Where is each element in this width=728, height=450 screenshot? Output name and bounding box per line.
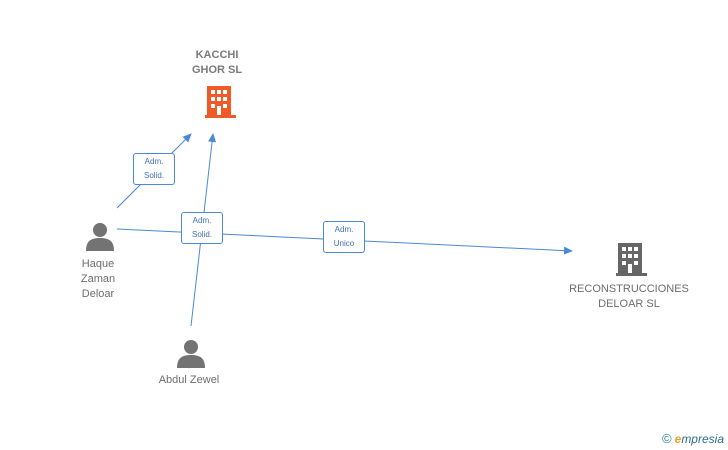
person-name: Abdul Zewel [158,374,220,386]
edge-role-line-1: Adm. [192,216,212,225]
person-label-haque[interactable]: Haque Zaman Deloar [68,257,128,302]
edge-role-line-2: Solid. [191,230,212,239]
brand-name: mpresia [681,432,724,446]
building-icon-kacchi[interactable] [205,86,236,118]
person-label-abdul[interactable]: Abdul Zewel [139,373,239,388]
copyright-symbol: © [662,431,672,446]
company-name-line-2: DELOAR SL [598,298,660,310]
person-icon-abdul[interactable] [177,340,205,368]
person-name-line-3: Deloar [81,288,115,300]
company-label-reconstrucciones[interactable]: RECONSTRUCCIONES DELOAR SL [560,282,698,312]
edge-role-line-1: Adm. [334,225,354,234]
empresia-logo: ©empresia [662,431,724,446]
person-icon-haque[interactable] [86,223,114,251]
company-label-kacchi[interactable]: KACCHI GHOR SL [172,48,262,78]
edge-label-haque-kacchi[interactable]: Adm. Solid. [133,153,175,185]
company-name-line-2: GHOR SL [191,64,243,76]
company-name-line-1: RECONSTRUCCIONES [569,283,689,295]
person-name-line-1: Haque [81,258,115,270]
company-name-line-1: KACCHI [195,49,239,61]
edge-label-haque-reconstrucciones[interactable]: Adm. Unico [323,221,365,253]
edge-role-line-2: Solid. [143,171,164,180]
building-icon-reconstrucciones[interactable] [616,243,647,276]
edge-role-line-1: Adm. [144,157,164,166]
edge-role-line-2: Unico [333,239,355,248]
person-name-line-2: Zaman [80,273,116,285]
brand-initial: e [674,432,682,446]
edge-label-abdul-kacchi[interactable]: Adm. Solid. [181,212,223,244]
